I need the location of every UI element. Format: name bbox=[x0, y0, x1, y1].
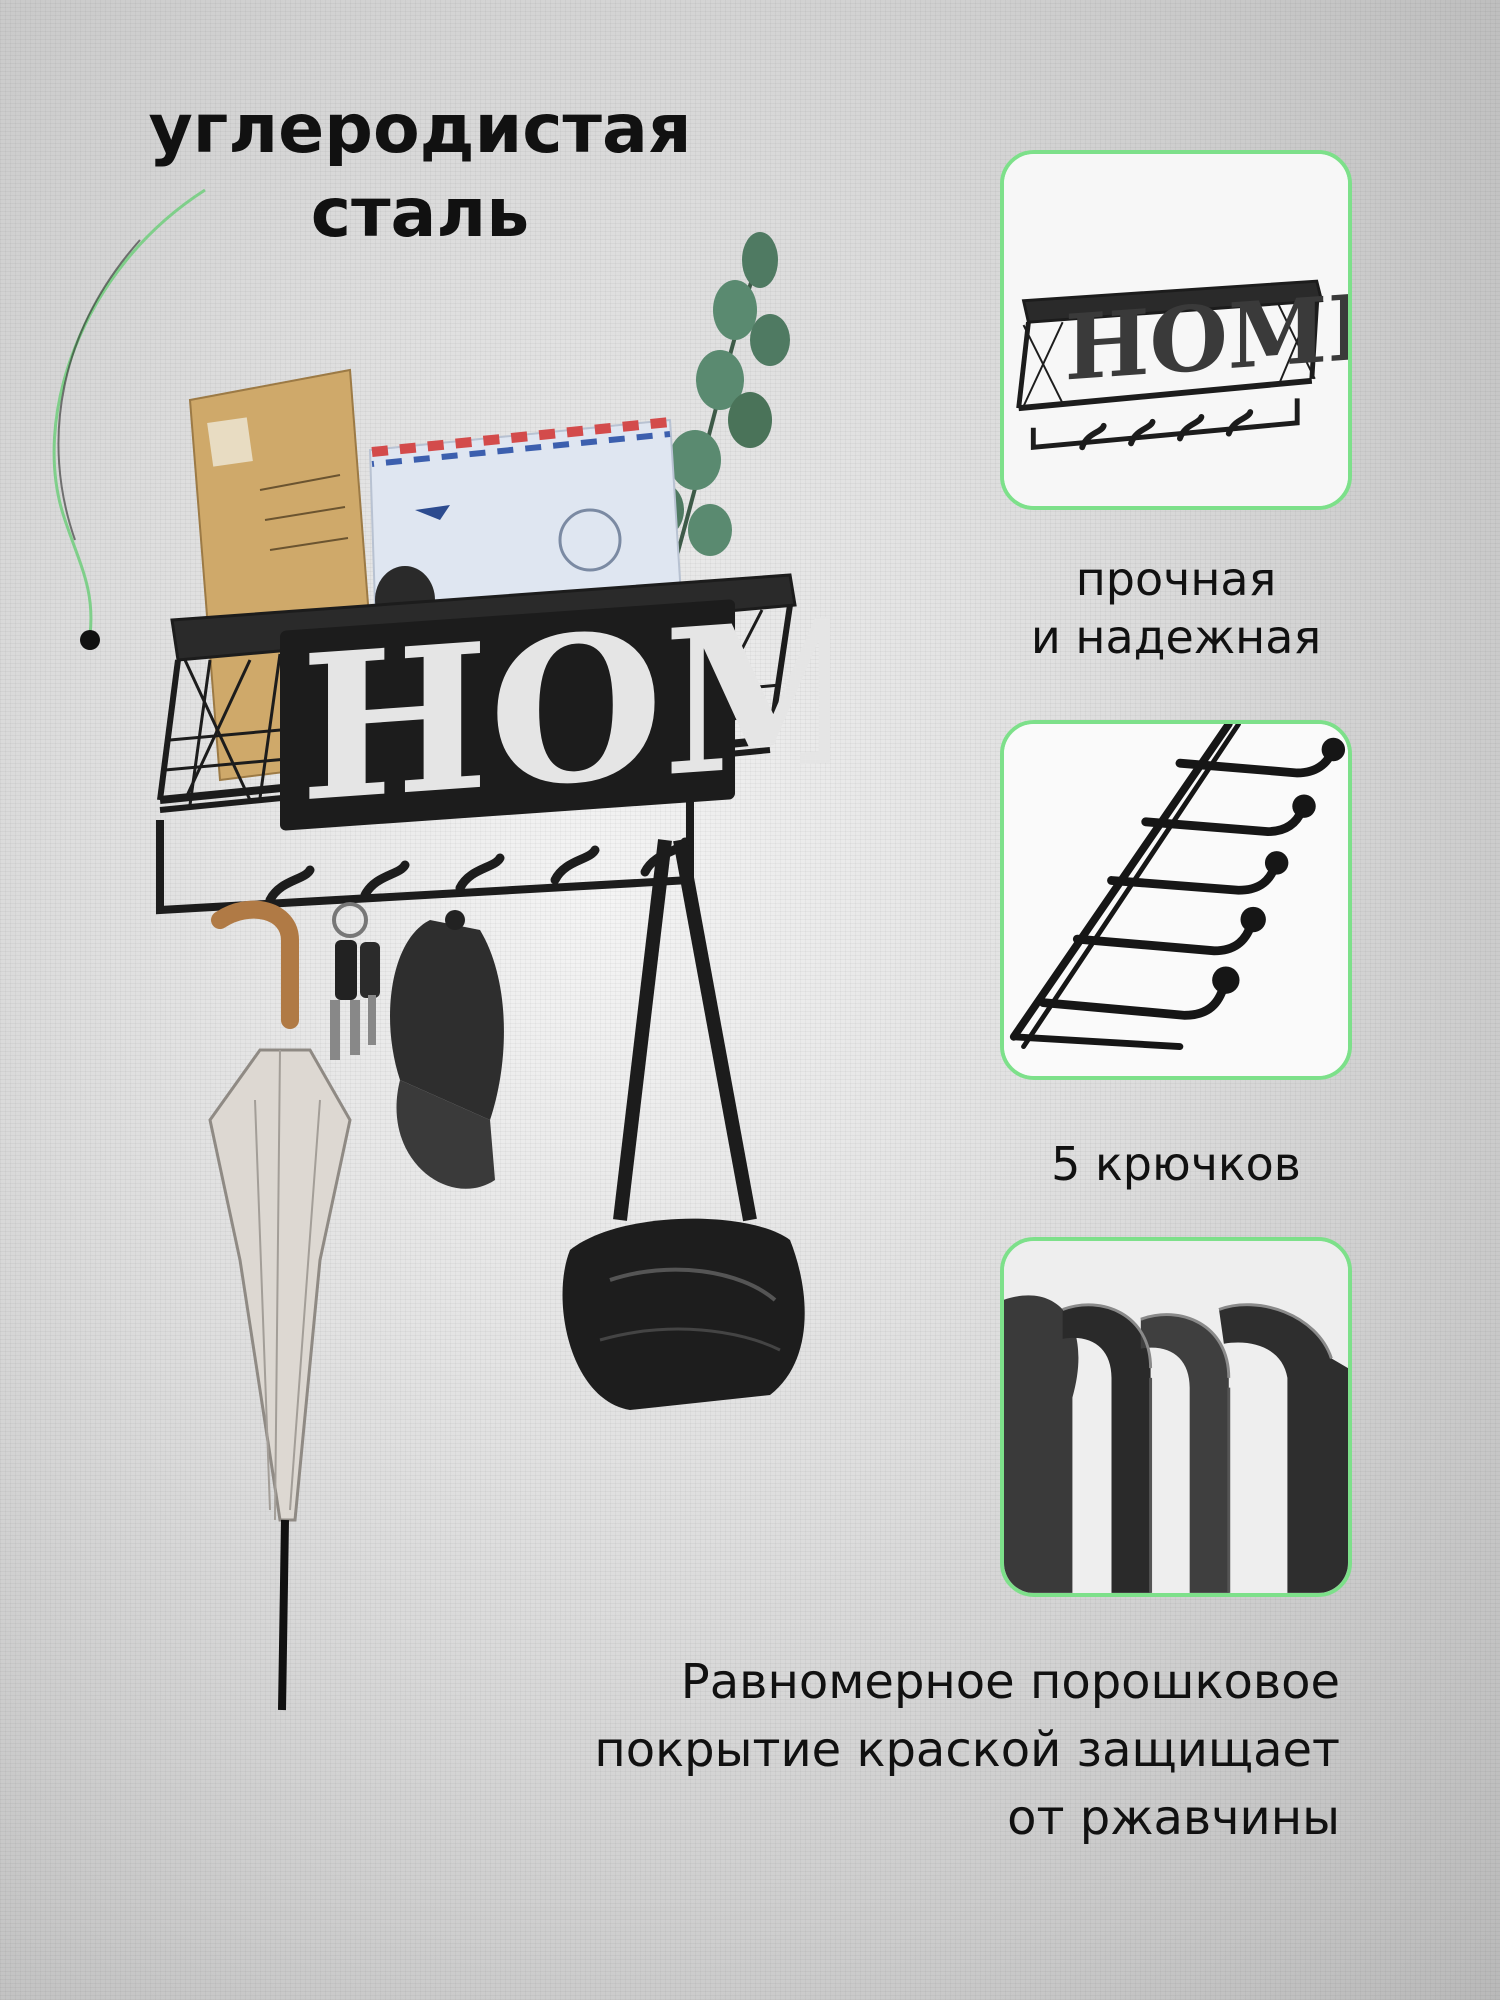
feature-caption-hooks: 5 крючков bbox=[990, 1135, 1362, 1193]
caption-coating-line-2: покрытие краской защищает bbox=[594, 1722, 1340, 1778]
accent-curve bbox=[52, 188, 206, 650]
feature-card-shelf: HOME bbox=[1000, 150, 1352, 510]
feature-caption-strong: прочная и надежная bbox=[990, 550, 1362, 666]
shelf-home-text: HOME bbox=[300, 561, 830, 847]
feature-card-coating bbox=[1000, 1237, 1352, 1597]
svg-text:HOME: HOME bbox=[1065, 272, 1348, 401]
umbrella-icon bbox=[208, 900, 352, 1711]
cap-icon bbox=[390, 910, 504, 1189]
home-shelf-closeup-icon: HOME bbox=[1004, 154, 1348, 506]
caption-strong-line-2: и надежная bbox=[1030, 610, 1322, 664]
feature-card-hooks bbox=[1000, 720, 1352, 1080]
product-illustration: HOME bbox=[156, 232, 830, 1711]
headline-line-2: сталь bbox=[310, 174, 530, 253]
headline-line-1: углеродистая bbox=[148, 90, 692, 169]
caption-strong-line-1: прочная bbox=[1075, 552, 1277, 606]
keys-icon bbox=[330, 902, 380, 1060]
hooks-closeup-icon bbox=[1004, 724, 1348, 1076]
feature-caption-coating: Равномерное порошковое покрытие краской … bbox=[440, 1648, 1340, 1852]
handbag-icon bbox=[562, 838, 805, 1410]
caption-coating-line-1: Равномерное порошковое bbox=[680, 1654, 1340, 1710]
powder-coating-profile-icon bbox=[1004, 1241, 1348, 1593]
caption-hooks-line-1: 5 крючков bbox=[1051, 1137, 1301, 1191]
headline: углеродистая сталь bbox=[140, 88, 700, 256]
caption-coating-line-3: от ржавчины bbox=[1007, 1790, 1340, 1846]
home-letters: HOME bbox=[280, 561, 830, 847]
